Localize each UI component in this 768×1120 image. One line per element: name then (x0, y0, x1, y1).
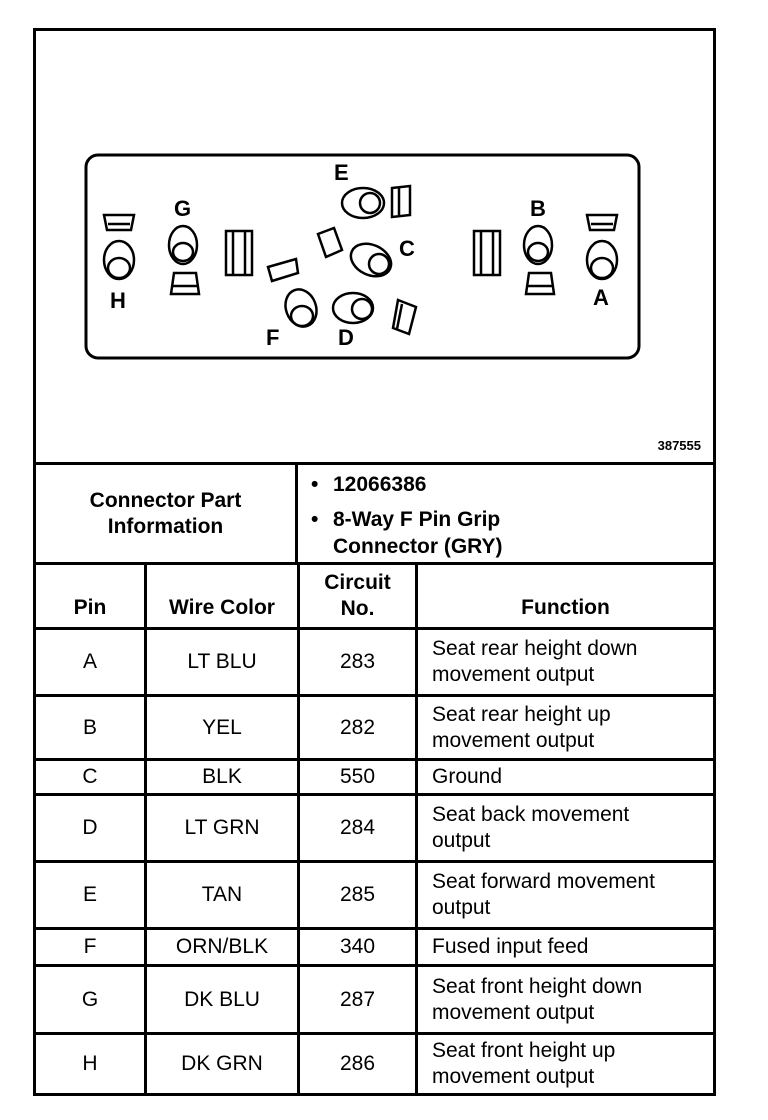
row-wire-color: DK GRN (181, 1052, 263, 1075)
row-circuit-no: 285 (339, 883, 376, 906)
divider-row-f (36, 964, 713, 967)
row-circuit-no: 286 (339, 1052, 376, 1075)
terminal-g (167, 224, 201, 296)
divider-row-g (36, 1032, 713, 1035)
divider-connector-info (36, 562, 713, 565)
row-circuit-no: 283 (339, 650, 376, 673)
row-function-line1: Seat back movement (432, 803, 630, 826)
row-wire-color: LT GRN (184, 816, 260, 839)
row-circuit-no: 550 (339, 765, 376, 788)
divider-diagram (36, 462, 713, 465)
row-function-line2: movement output (432, 663, 595, 686)
pin-label-e: E (334, 160, 349, 185)
pin-label-d: D (338, 325, 354, 350)
bracket-right (472, 229, 502, 277)
terminal-c (349, 242, 393, 278)
divider-row-a (36, 694, 713, 697)
row-pin: E (82, 883, 97, 906)
row-wire-color: TAN (201, 883, 243, 906)
row-function-line1: Seat forward movement (432, 870, 655, 893)
pin-label-f: F (266, 325, 279, 350)
row-function: Seat forward movement output (418, 863, 713, 927)
row-circuit-no: 282 (339, 715, 376, 739)
header-function: Function (521, 596, 610, 619)
terminal-f (284, 288, 318, 328)
terminal-d (331, 291, 418, 336)
row-function: Seat front height up movement output (418, 1035, 713, 1093)
row-pin: F (83, 935, 97, 958)
divider-row-b (36, 758, 713, 761)
row-function: Ground (418, 761, 713, 793)
figure-id: 387555 (657, 438, 701, 453)
row-function-line2: movement output (432, 1065, 595, 1088)
divider-col-wire (297, 565, 300, 1093)
header-wire-color: Wire Color (169, 596, 275, 619)
connector-info-label-line2: Information (107, 514, 224, 538)
connector-info-details: •12066386 •8-Way F Pin Grip Connector (G… (305, 471, 675, 568)
connector-face-diagram: E G B C H A F D 387555 (36, 31, 713, 465)
pin-label-c: C (399, 236, 415, 261)
row-wire-color: YEL (202, 715, 242, 739)
row-function-line1: Ground (432, 765, 503, 788)
row-function-line1: Seat front height up (432, 1039, 616, 1062)
row-function-line1: Fused input feed (432, 935, 589, 958)
connector-part-number: •12066386 (311, 473, 427, 496)
row-pin: D (82, 816, 98, 839)
terminal-h (102, 213, 136, 281)
row-wire-color: BLK (202, 765, 242, 788)
pin-label-h: H (110, 288, 126, 313)
row-pin: G (81, 987, 99, 1011)
connector-outline (84, 153, 641, 360)
row-circuit-no: 284 (339, 816, 376, 839)
divider-col-pin (144, 565, 147, 1093)
divider-info-vertical (295, 465, 298, 565)
connector-document-frame: E G B C H A F D 387555 Connector Part In… (33, 28, 716, 1096)
divider-col-circuit (415, 565, 418, 1093)
terminal-a (585, 213, 619, 281)
terminal-b (522, 224, 556, 296)
row-pin: C (82, 765, 98, 788)
terminal-e (340, 184, 412, 220)
row-wire-color: ORN/BLK (175, 935, 269, 958)
divider-row-e (36, 927, 713, 930)
divider-row-c (36, 793, 713, 796)
tab-near-f (266, 257, 300, 283)
tab-near-c (316, 226, 344, 259)
pin-label-b: B (530, 196, 546, 221)
header-circuit-no: Circuit No. (324, 571, 391, 620)
divider-header (36, 627, 713, 630)
connector-face-svg: E G B C H A F D (84, 153, 641, 360)
row-function: Seat back movement output (418, 796, 713, 860)
row-wire-color: LT BLU (187, 650, 257, 673)
connector-info-label: Connector Part Information (36, 465, 295, 562)
row-circuit-no: 340 (339, 935, 376, 958)
row-function-line2: movement output (432, 728, 595, 752)
connector-info-label-line1: Connector Part (89, 488, 242, 512)
row-function-line2: output (432, 829, 491, 852)
divider-row-d (36, 860, 713, 863)
row-wire-color: DK BLU (184, 987, 260, 1011)
row-function-line1: Seat rear height up (432, 702, 611, 726)
row-circuit-no: 287 (339, 987, 376, 1011)
row-pin: H (82, 1052, 98, 1075)
row-pin: A (82, 650, 97, 673)
row-function-line1: Seat rear height down (432, 637, 638, 660)
pin-label-a: A (593, 285, 609, 310)
header-pin: Pin (73, 596, 107, 619)
connector-description: •8-Way F Pin Grip Connector (GRY) (311, 508, 503, 558)
row-function-line2: movement output (432, 1000, 595, 1024)
pin-label-g: G (174, 196, 191, 221)
row-function-line2: output (432, 896, 491, 919)
bracket-left (224, 229, 254, 277)
row-function: Fused input feed (418, 930, 713, 964)
row-function-line1: Seat front height down (432, 974, 643, 998)
row-function: Seat rear height down movement output (418, 630, 713, 694)
row-pin: B (82, 715, 97, 739)
